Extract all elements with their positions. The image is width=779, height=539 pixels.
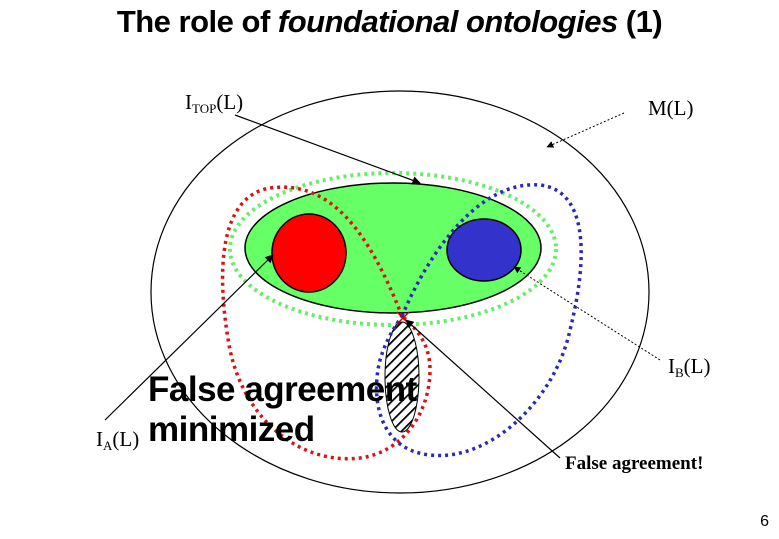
ia-label: IA(L) [96, 427, 140, 453]
ib-pointer [513, 266, 661, 361]
ib-dotted-outline [374, 183, 583, 458]
ib-blue-region [446, 218, 522, 282]
title-prefix: The role of [116, 4, 278, 39]
slide-title: The role of foundational ontologies (1) [0, 4, 779, 40]
ml-pointer [546, 112, 625, 148]
page-number: 6 [760, 513, 769, 530]
ia-red-region [271, 213, 347, 293]
callout-line-2: minimized [148, 410, 315, 449]
model-space-circle [150, 90, 650, 494]
callout-line-1: False agreement [148, 370, 417, 409]
false-agreement-callout: False agreement minimized [148, 370, 417, 450]
ia-pointer [104, 254, 274, 421]
itop-label: ITOP(L) [185, 90, 244, 116]
ia-dotted-outline [220, 185, 432, 461]
itop-pointer [234, 114, 421, 185]
title-emphasis: foundational ontologies [277, 4, 618, 39]
ml-label: M(L) [648, 96, 694, 120]
false-agreement-pointer [405, 319, 561, 459]
title-suffix: (1) [617, 4, 663, 39]
false-agreement-hatched-region [384, 321, 420, 433]
false-agreement-label: False agreement! [565, 453, 704, 474]
ib-label: IB(L) [668, 354, 711, 380]
